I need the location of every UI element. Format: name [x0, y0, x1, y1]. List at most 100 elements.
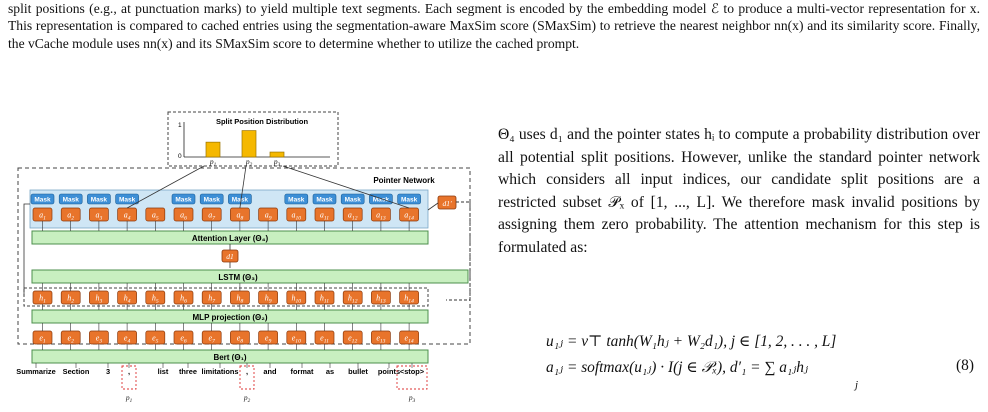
- embedding-label: e6: [180, 334, 187, 345]
- attention-score-label: a2: [67, 211, 74, 222]
- distribution-bar-label: p2: [245, 157, 253, 168]
- body-text-column: Θ₄ uses d₁ and the pointer states hᵢ to …: [498, 124, 980, 260]
- mask-label: Mask: [204, 197, 221, 204]
- lstm-label: LSTM (Θ₃): [218, 273, 258, 282]
- attention-score-label: a6: [180, 211, 187, 222]
- token-label: Section: [63, 367, 90, 376]
- embedding-label: e13: [376, 334, 385, 345]
- token-label: <stop>: [400, 367, 425, 376]
- token-label: 3: [106, 367, 110, 376]
- mask-box: [87, 193, 111, 205]
- d1-prime-feedback-path: [446, 201, 471, 301]
- token-label: Summarize: [16, 367, 55, 376]
- pointer-line: [126, 165, 205, 209]
- embedding-label: e3: [96, 334, 103, 345]
- embedding-label: e5: [152, 334, 159, 345]
- attention-score-label: a13: [376, 211, 386, 222]
- hidden-state-label: h5: [152, 294, 159, 305]
- attention-score-label: a14: [404, 211, 414, 222]
- hidden-state-label: h8: [237, 294, 244, 305]
- body-paragraph: Θ₄ uses d₁ and the pointer states hᵢ to …: [498, 126, 980, 256]
- equation-line-2: a₁ⱼ = softmax(u₁ⱼ) · I(j ∈ 𝒫ₓ), d′₁ = ∑ …: [546, 359, 809, 376]
- hidden-state-label: h2: [67, 294, 74, 305]
- mask-label: Mask: [63, 197, 80, 204]
- mask-label: Mask: [401, 197, 418, 204]
- embedding-label: e14: [405, 334, 414, 345]
- hidden-state-label: h9: [265, 294, 272, 305]
- mask-box: [58, 193, 83, 205]
- mask-box: [115, 193, 139, 205]
- pointer-line: [282, 165, 410, 209]
- hidden-state-label: h6: [180, 294, 187, 305]
- attention-score-label: a8: [237, 211, 244, 222]
- embedding-label: e4: [124, 334, 131, 345]
- mask-box: [171, 193, 196, 205]
- split-highlight: [239, 365, 255, 390]
- mask-box: [199, 193, 224, 205]
- hidden-state-label: h11: [320, 294, 329, 305]
- lstm-bar: [31, 269, 469, 284]
- mask-box: [30, 193, 55, 205]
- mask-label: Mask: [288, 197, 305, 204]
- split-highlight: [396, 365, 428, 390]
- embedding-label: e10: [292, 334, 301, 345]
- token-label: limitations: [202, 367, 239, 376]
- pointer-network-label: Pointer Network: [373, 176, 435, 185]
- mask-box: [284, 193, 309, 205]
- hidden-state-label: h7: [208, 294, 215, 305]
- attention-score-label: a9: [265, 211, 272, 222]
- split-tag-label: p2: [243, 393, 251, 404]
- d1-label: d1: [226, 252, 234, 261]
- equation-line-1: u₁ⱼ = v⊤ tanh(W₁hⱼ + W₂d₁), j ∈ [1, 2, .…: [546, 333, 837, 350]
- mask-label: Mask: [316, 197, 333, 204]
- mask-label: Mask: [91, 197, 108, 204]
- mask-box: [228, 193, 252, 205]
- attention-score-label: a5: [152, 211, 159, 222]
- split-tag-label: p1: [125, 393, 133, 404]
- attention-score-label: a7: [208, 211, 215, 222]
- token-label: format: [291, 367, 315, 376]
- token-label: and: [263, 367, 277, 376]
- left-feedback-path: [23, 203, 30, 296]
- hidden-state-label: h10: [292, 294, 302, 305]
- mask-label: Mask: [175, 197, 192, 204]
- mask-label: Mask: [119, 197, 136, 204]
- distribution-title: Split Position Distribution: [216, 117, 308, 126]
- split-tag-label: p3: [408, 393, 416, 404]
- hidden-state-label: h3: [96, 294, 103, 305]
- split-pointer-lines: [126, 165, 410, 209]
- attention-score-label: a3: [96, 211, 103, 222]
- hidden-state-label: h13: [376, 294, 386, 305]
- figure-caption: split positions (e.g., at punctuation ma…: [8, 0, 980, 52]
- bert-label: Bert (Θ₁): [213, 353, 246, 362]
- embedding-row: e1 e2 e3 e4 e5 e6 e7 e8 e9 e10 e11 e12 e13 e14: [32, 323, 419, 350]
- token-label: ,: [246, 367, 248, 376]
- embedding-label: e1: [39, 334, 46, 345]
- mask-box: [397, 193, 421, 205]
- embedding-label: e2: [68, 334, 75, 345]
- hidden-state-label: h4: [124, 294, 131, 305]
- pointer-line: [239, 165, 247, 209]
- embedding-label: e12: [348, 334, 357, 345]
- embedding-label: e8: [237, 334, 244, 345]
- distribution-bar: [241, 130, 257, 158]
- distribution-bar: [269, 151, 285, 158]
- a14-to-d1-prime: [427, 202, 439, 211]
- bert-bar: [31, 349, 429, 364]
- mask-box: [312, 193, 337, 205]
- mask-label: Mask: [345, 197, 362, 204]
- embedding-label: e11: [320, 334, 329, 345]
- distribution-axis-bottom: 0: [178, 153, 182, 160]
- embedding-label: e9: [265, 334, 272, 345]
- token-label: ,: [128, 367, 130, 376]
- embedding-label: e7: [209, 334, 216, 345]
- split-highlight: [121, 365, 137, 390]
- equation-number: (8): [956, 357, 974, 374]
- token-label: three: [179, 367, 197, 376]
- attention-layer-label: Attention Layer (Θ₄): [192, 234, 269, 243]
